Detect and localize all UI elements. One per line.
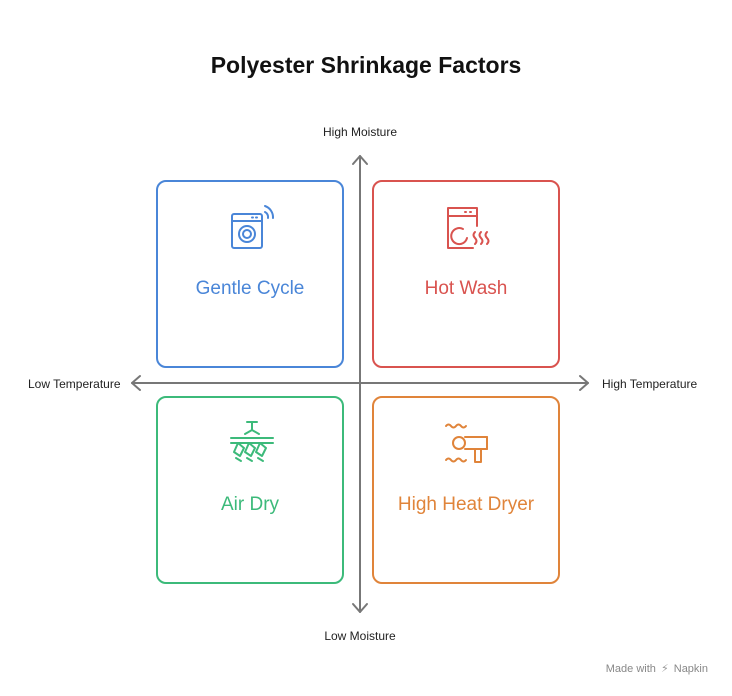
made-with-text: Made with xyxy=(605,663,656,675)
arrow-right-icon xyxy=(579,375,589,391)
hair-dryer-icon xyxy=(445,423,488,463)
axis-label-low-temperature: Low Temperature xyxy=(28,377,121,391)
napkin-logo-icon: ⚡ xyxy=(660,663,669,675)
axis-label-low-moisture: Low Moisture xyxy=(324,629,396,643)
quadrant-label: Air Dry xyxy=(220,494,280,515)
quadrant-label: Hot Wash xyxy=(424,278,508,299)
page-title: Polyester Shrinkage Factors xyxy=(210,52,522,78)
arrow-left-icon xyxy=(131,375,141,391)
hot-washer-icon xyxy=(447,207,490,249)
napkin-watermark: Made with ⚡ Napkin xyxy=(606,662,708,675)
axis-label-high-moisture: High Moisture xyxy=(322,125,398,139)
axis-label-high-temperature: High Temperature xyxy=(602,377,698,391)
arrow-up-icon xyxy=(352,155,368,165)
quadrant-air-dry: Air Dry xyxy=(156,396,344,584)
quadrant-hot-wash: Hot Wash xyxy=(372,180,560,368)
washing-machine-icon xyxy=(231,205,274,249)
quadrant-label: Gentle Cycle xyxy=(195,278,305,299)
brand-text: Napkin xyxy=(673,663,708,675)
arrow-down-icon xyxy=(352,603,368,613)
quadrant-high-heat-dryer: High Heat Dryer xyxy=(372,396,560,584)
quadrant-label: High Heat Dryer xyxy=(397,494,535,515)
quadrant-gentle-cycle: Gentle Cycle xyxy=(156,180,344,368)
drying-rack-icon xyxy=(230,421,274,462)
